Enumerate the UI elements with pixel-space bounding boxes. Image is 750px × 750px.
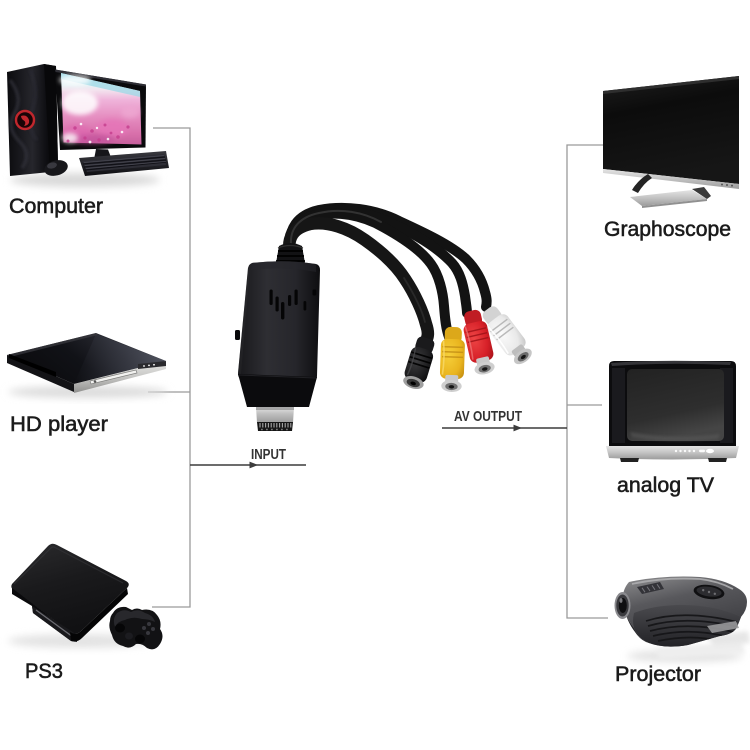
svg-text:INPUT: INPUT [251,446,286,463]
svg-text:AV OUTPUT: AV OUTPUT [454,408,522,425]
svg-text:PS3: PS3 [25,660,63,683]
svg-text:Computer: Computer [9,195,103,218]
svg-text:Projector: Projector [615,663,701,686]
svg-text:analog TV: analog TV [617,474,714,497]
svg-text:Graphoscope: Graphoscope [604,218,731,241]
svg-text:HD player: HD player [10,413,108,436]
